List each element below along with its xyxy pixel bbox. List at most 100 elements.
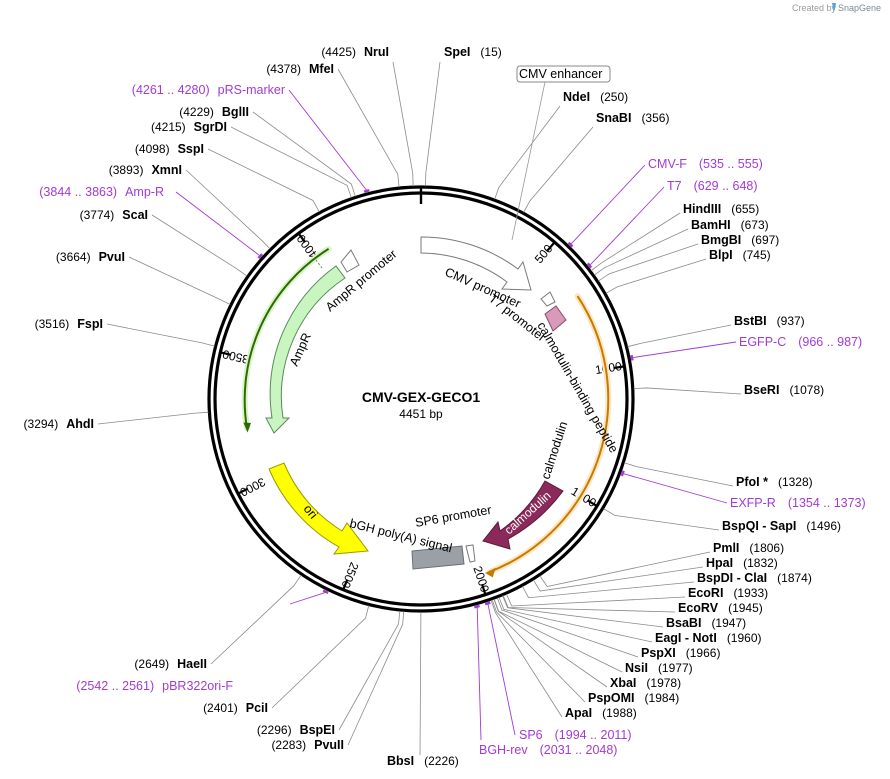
primer-amp-r[interactable]: Amp-R(3844 .. 3863) — [39, 185, 164, 199]
enzyme-position: (3664) — [56, 250, 91, 264]
enzyme-site-bmgbi[interactable]: BmgBI(697) — [701, 233, 779, 247]
enzyme-name: ApaI — [565, 706, 592, 720]
enzyme-site-pvuii[interactable]: PvuII(2283) — [271, 738, 344, 752]
enzyme-site-eagi-noti[interactable]: EagI - NotI(1960) — [655, 631, 762, 645]
enzyme-site-pspomi[interactable]: PspOMI(1984) — [588, 691, 679, 705]
leader-bmgbi — [598, 243, 699, 282]
primer-leader-cmv-f — [570, 164, 646, 245]
enzyme-site-pvui[interactable]: PvuI(3664) — [56, 250, 125, 264]
primer-mark-egfp-c — [630, 354, 634, 361]
enzyme-position: (1496) — [806, 519, 841, 533]
enzyme-site-hindiii[interactable]: HindIII(655) — [683, 202, 759, 216]
primer-range: (1994 .. 2011) — [555, 728, 632, 742]
enzyme-position: (1978) — [646, 676, 681, 690]
leader-snabi — [523, 126, 594, 213]
enzyme-name: PvuII — [314, 738, 344, 752]
primer-name: Amp-R — [125, 185, 164, 199]
enzyme-name: BamHI — [691, 218, 731, 232]
enzyme-position: (1078) — [789, 383, 824, 397]
leader-sspi — [207, 148, 320, 213]
primer-pbr322ori-f[interactable]: pBR322ori-F(2542 .. 2561) — [76, 679, 233, 693]
leader-bglii — [252, 111, 356, 197]
enzyme-site-bspdi-clai[interactable]: BspDI - ClaI(1874) — [697, 571, 812, 585]
enzyme-site-pfoi[interactable]: PfoI *(1328) — [736, 475, 813, 489]
enzyme-name: EcoRV — [678, 601, 719, 615]
enzyme-site-bseri[interactable]: BseRI(1078) — [744, 383, 824, 397]
primer-cmv-f[interactable]: CMV-F(535 .. 555) — [648, 157, 763, 171]
enzyme-position: (1806) — [749, 541, 784, 555]
cmv-enhancer-leader — [511, 81, 546, 241]
enzyme-site-blpi[interactable]: BlpI(745) — [709, 248, 771, 262]
enzyme-name: HpaI — [706, 556, 733, 570]
enzyme-site-hpai[interactable]: HpaI (1832) — [706, 556, 778, 570]
enzyme-site-bsabi[interactable]: BsaBI(1947) — [666, 616, 746, 630]
enzyme-site-apai[interactable]: ApaI(1988) — [565, 706, 637, 720]
primer-sp6[interactable]: SP6(1994 .. 2011) — [519, 728, 632, 742]
enzyme-site-spei[interactable]: SpeI(15) — [444, 45, 502, 59]
enzyme-position: (1328) — [778, 475, 813, 489]
enzyme-site-pmli[interactable]: PmlI(1806) — [713, 541, 784, 555]
leader-pspxi — [496, 597, 639, 658]
leader-eagi-noti — [498, 597, 653, 643]
enzyme-site-fspi[interactable]: FspI(3516) — [35, 317, 103, 331]
enzyme-site-snabi[interactable]: SnaBI(356) — [596, 111, 669, 125]
enzyme-site-bglii[interactable]: BglII(4229) — [179, 105, 249, 119]
enzyme-site-ecorv[interactable]: EcoRV(1945) — [678, 601, 763, 615]
enzyme-site-sgrdi[interactable]: SgrDI(4215) — [151, 120, 227, 134]
enzyme-position: (4098) — [135, 142, 170, 156]
primer-marks — [257, 189, 634, 609]
leader-pvui — [128, 256, 231, 305]
enzyme-site-pspxi[interactable]: PspXI(1966) — [641, 646, 720, 660]
ori-arrow — [268, 462, 369, 555]
leader-bsabi — [502, 595, 664, 628]
primer-leader-exfp-r — [623, 473, 728, 504]
enzyme-site-ndei[interactable]: NdeI(250) — [563, 90, 628, 104]
primer-bgh-rev[interactable]: BGH-rev(2031 .. 2048) — [479, 743, 617, 757]
leader-pcii — [271, 605, 370, 709]
enzyme-position: (1977) — [658, 661, 693, 675]
primer-prs-marker[interactable]: pRS-marker(4261 .. 4280) — [132, 83, 285, 97]
leader-mfei — [337, 68, 400, 188]
enzyme-site-bstbi[interactable]: BstBI(937) — [734, 314, 805, 328]
enzyme-position: (4425) — [321, 45, 356, 59]
leader-bspdi-clai — [522, 581, 695, 599]
primer-egfp-c[interactable]: EGFP-C(966 .. 987) — [739, 335, 862, 349]
primer-mark-pbr322ori-f — [322, 589, 329, 595]
calmodulin-inner-label: calmodulin — [502, 488, 554, 537]
enzyme-position: (655) — [731, 202, 759, 216]
leader-hpai — [532, 566, 704, 592]
enzyme-site-haeii[interactable]: HaeII(2649) — [134, 657, 207, 671]
enzyme-site-bamhi[interactable]: BamHI(673) — [691, 218, 769, 232]
enzyme-site-nsii[interactable]: NsiI(1977) — [625, 661, 693, 675]
enzyme-site-scai[interactable]: ScaI(3774) — [80, 208, 148, 222]
primer-mark-prs-marker — [363, 189, 370, 193]
primer-range: (2031 .. 2048) — [540, 743, 618, 757]
enzyme-site-mfei[interactable]: MfeI(4378) — [266, 62, 334, 76]
ampr-cds-arrow-icon — [243, 422, 251, 433]
enzyme-name: BlpI — [709, 248, 733, 262]
primer-mark-cmv-f — [567, 241, 574, 248]
primer-t7[interactable]: T7(629 .. 648) — [667, 179, 758, 193]
enzyme-site-bspqi-sapi[interactable]: BspQI - SapI(1496) — [722, 519, 841, 533]
ampr-promoter-arrow — [340, 249, 360, 273]
cmv-enhancer-label: CMV enhancer — [519, 67, 602, 81]
enzyme-site-ecori[interactable]: EcoRI(1933) — [688, 586, 768, 600]
enzyme-site-xmni[interactable]: XmnI(3893) — [109, 163, 182, 177]
enzyme-site-ahdi[interactable]: AhdI(3294) — [24, 417, 94, 431]
primer-leader-amp-r — [175, 191, 260, 256]
ori-label: ori — [301, 502, 321, 522]
enzyme-site-pcii[interactable]: PciI(2401) — [203, 701, 268, 715]
enzyme-site-bspei[interactable]: BspEI(2296) — [257, 723, 335, 737]
enzyme-site-nrui[interactable]: NruI(4425) — [321, 45, 389, 59]
primer-leader-prs-marker — [288, 89, 367, 191]
tick-2500 — [342, 579, 349, 590]
enzyme-site-bbsi[interactable]: BbsI(2226) — [387, 754, 459, 768]
leader-pmli — [539, 551, 711, 587]
primer-exfp-r[interactable]: EXFP-R(1354 .. 1373) — [730, 496, 866, 510]
enzyme-site-xbai[interactable]: XbaI(1978) — [610, 676, 681, 690]
credit-prefix: Created by — [792, 3, 837, 13]
enzyme-position: (1832) — [743, 556, 778, 570]
enzyme-name: PspOMI — [588, 691, 635, 705]
enzyme-site-sspi[interactable]: SspI(4098) — [135, 142, 204, 156]
enzyme-position: (356) — [641, 111, 669, 125]
